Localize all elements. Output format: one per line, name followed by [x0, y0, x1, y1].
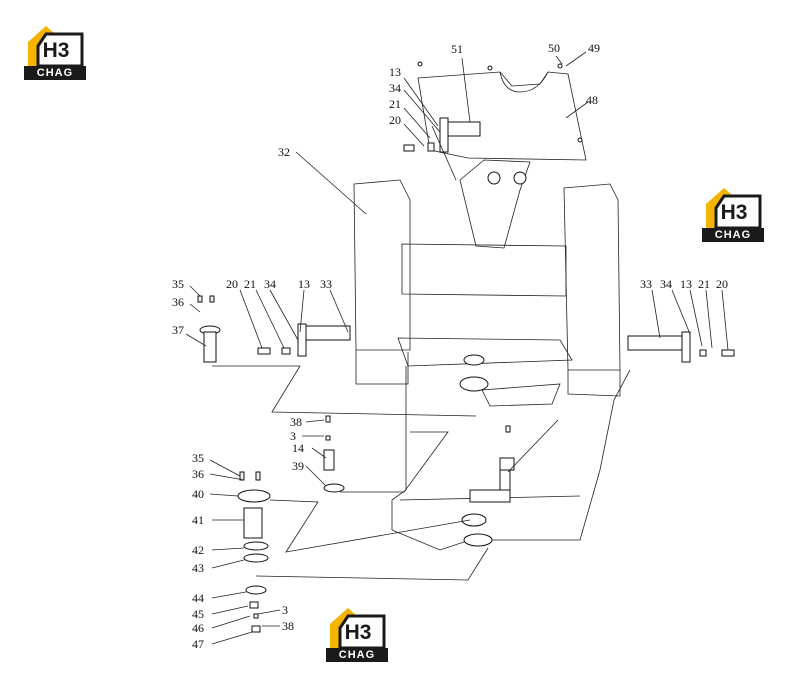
- callout-47: 47: [192, 637, 204, 651]
- callout-48: 48: [586, 93, 598, 107]
- callout-42: 42: [192, 543, 204, 557]
- logo-bottom: H3 CHAG: [326, 604, 388, 662]
- callout-3: 3: [290, 429, 296, 443]
- logo-house-icon: [330, 608, 386, 650]
- callout-38: 38: [282, 619, 294, 633]
- callout-51: 51: [451, 42, 463, 56]
- logo-top-left: H3 CHAG: [24, 22, 86, 80]
- callout-45: 45: [192, 607, 204, 621]
- callout-34: 34: [660, 277, 672, 291]
- logo-text: CHAG: [326, 648, 388, 662]
- callout-38: 38: [290, 415, 302, 429]
- logo-mark: H3: [720, 201, 748, 224]
- top-pin-assembly: [403, 117, 481, 153]
- callout-21: 21: [389, 97, 401, 111]
- logo-text: CHAG: [702, 228, 764, 242]
- callout-20: 20: [389, 113, 401, 127]
- callout-34: 34: [264, 277, 276, 291]
- cover-plate: [417, 61, 587, 161]
- callout-43: 43: [192, 561, 204, 575]
- leader-lines: [185, 51, 729, 645]
- callout-46: 46: [192, 621, 204, 635]
- callout-39: 39: [292, 459, 304, 473]
- callout-40: 40: [192, 487, 204, 501]
- callout-14: 14: [292, 441, 304, 455]
- callout-13: 13: [389, 65, 401, 79]
- logo-mark: H3: [42, 39, 70, 62]
- callout-labels: 51 50 49 48 13 34 21 20 32 35 36 37 20 2…: [172, 41, 728, 651]
- callout-21: 21: [244, 277, 256, 291]
- main-frame: [353, 159, 631, 551]
- callout-13: 13: [298, 277, 310, 291]
- callout-33: 33: [640, 277, 652, 291]
- callout-36: 36: [172, 295, 184, 309]
- callout-36: 36: [192, 467, 204, 481]
- callout-35: 35: [192, 451, 204, 465]
- logo-mark: H3: [344, 621, 372, 644]
- callout-21: 21: [698, 277, 710, 291]
- callout-32: 32: [278, 145, 290, 159]
- left-stack: [237, 471, 271, 633]
- callout-20: 20: [226, 277, 238, 291]
- callout-33: 33: [320, 277, 332, 291]
- logo-house-icon: [28, 26, 84, 68]
- callout-44: 44: [192, 591, 204, 605]
- callout-13: 13: [680, 277, 692, 291]
- left-pin-assembly: [197, 295, 351, 363]
- logo-right: H3 CHAG: [702, 184, 764, 242]
- logo-text: CHAG: [24, 66, 86, 80]
- callout-37: 37: [172, 323, 184, 337]
- callout-20: 20: [716, 277, 728, 291]
- callout-3: 3: [282, 603, 288, 617]
- callout-34: 34: [389, 81, 401, 95]
- callout-49: 49: [588, 41, 600, 55]
- callout-41: 41: [192, 513, 204, 527]
- logo-house-icon: [706, 188, 762, 230]
- callout-35: 35: [172, 277, 184, 291]
- callout-50: 50: [548, 41, 560, 55]
- lower-pin-assembly: [323, 415, 515, 493]
- right-pin-assembly: [627, 331, 735, 363]
